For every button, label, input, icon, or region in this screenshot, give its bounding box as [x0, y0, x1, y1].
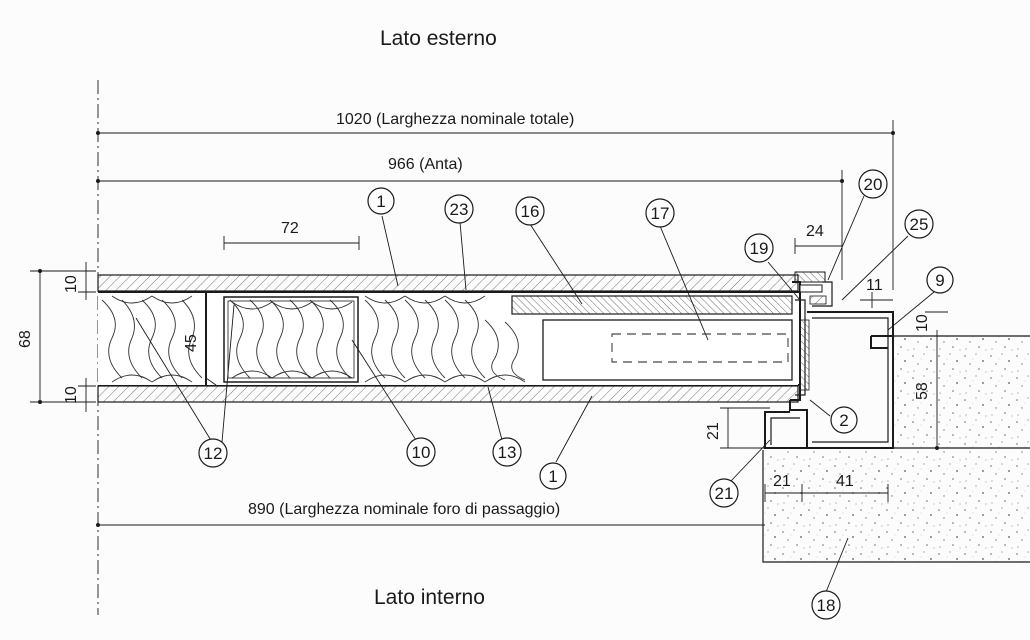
dimension-68-label: 68	[17, 330, 34, 348]
callout-21: 21	[709, 478, 739, 508]
callout-9-label: 9	[935, 271, 944, 290]
edge-seal-strip	[799, 319, 810, 391]
callout-1-bottom-label: 1	[548, 467, 557, 486]
callout-16-label: 16	[521, 202, 540, 221]
thickness-dimensions: 68 10 10	[17, 262, 96, 412]
passage-width-label: 890 (Larghezza nominale foro di passaggi…	[248, 501, 560, 518]
callout-20: 20	[858, 169, 888, 199]
masonry-section	[763, 450, 1030, 562]
callout-17-label: 17	[651, 204, 670, 223]
callout-2: 2	[830, 406, 858, 434]
gasket-detail	[794, 271, 833, 307]
total-width-label: 1020 (Larghezza nominale totale)	[336, 111, 574, 128]
callout-12: 12	[198, 438, 228, 468]
callout-13-label: 13	[498, 443, 517, 462]
dimension-72-label: 72	[281, 220, 299, 237]
dimension-21-vertical: 21	[705, 407, 770, 449]
callout-23-label: 23	[450, 200, 469, 219]
total-width-dimension: 1020 (Larghezza nominale totale)	[96, 111, 895, 290]
dimension-10-frame-label: 10	[914, 314, 931, 332]
exterior-side-title: Lato esterno	[380, 27, 497, 50]
dimension-58-label: 58	[914, 382, 931, 400]
callout-12-label: 12	[204, 444, 223, 463]
callout-1-top-label: 1	[376, 192, 385, 211]
callout-1-top: 1	[367, 187, 395, 215]
callout-leaders	[135, 195, 935, 593]
internal-frame-profile	[223, 296, 359, 383]
reinforcement-strip	[511, 295, 793, 315]
callout-1-bottom: 1	[539, 462, 567, 490]
dimension-41-label: 41	[836, 473, 854, 490]
interior-side-title: Lato interno	[374, 586, 485, 609]
lock-body-dashed	[611, 333, 789, 363]
dimension-10-top-label: 10	[63, 275, 80, 293]
wall-section	[893, 336, 1030, 448]
dimension-11: 11	[860, 277, 893, 308]
dimension-21-horizontal-label: 21	[773, 473, 791, 490]
callout-9: 9	[926, 266, 954, 294]
dimension-10-bottom-label: 10	[63, 386, 80, 404]
callout-16: 16	[515, 196, 545, 226]
mineral-wool-insulation	[101, 295, 526, 383]
callout-25: 25	[904, 209, 934, 239]
frame-height-dimensions: 10 58	[914, 311, 948, 450]
callout-18-label: 18	[817, 596, 836, 615]
leaf-width-label: 966 (Anta)	[388, 156, 463, 173]
dimension-21-vertical-label: 21	[705, 422, 722, 440]
callout-23: 23	[444, 194, 474, 224]
door-frame-profile	[764, 311, 894, 449]
callout-2-label: 2	[839, 411, 848, 430]
inner-face-panel	[97, 385, 799, 403]
dimension-45-label: 45	[183, 334, 200, 352]
leaf-width-dimension: 966 (Anta)	[96, 156, 844, 280]
lock-case	[542, 319, 793, 381]
callout-19: 19	[744, 233, 774, 263]
dimension-21-41: 21 41	[764, 473, 889, 502]
callout-21-label: 21	[715, 484, 734, 503]
passage-width-dimension: 890 (Larghezza nominale foro di passaggi…	[96, 501, 765, 527]
callout-10: 10	[406, 437, 436, 467]
dimension-11-label: 11	[866, 277, 883, 294]
callout-13: 13	[492, 437, 522, 467]
outer-face-panel	[97, 274, 799, 292]
callout-17: 17	[645, 198, 675, 228]
callout-20-label: 20	[864, 175, 883, 194]
callout-18: 18	[811, 590, 841, 620]
callout-19-label: 19	[750, 239, 769, 258]
dimension-24-label: 24	[806, 223, 824, 240]
dimension-72: 72	[223, 220, 360, 250]
callout-10-label: 10	[412, 443, 431, 462]
callout-25-label: 25	[910, 215, 929, 234]
dimension-24: 24	[794, 223, 842, 254]
